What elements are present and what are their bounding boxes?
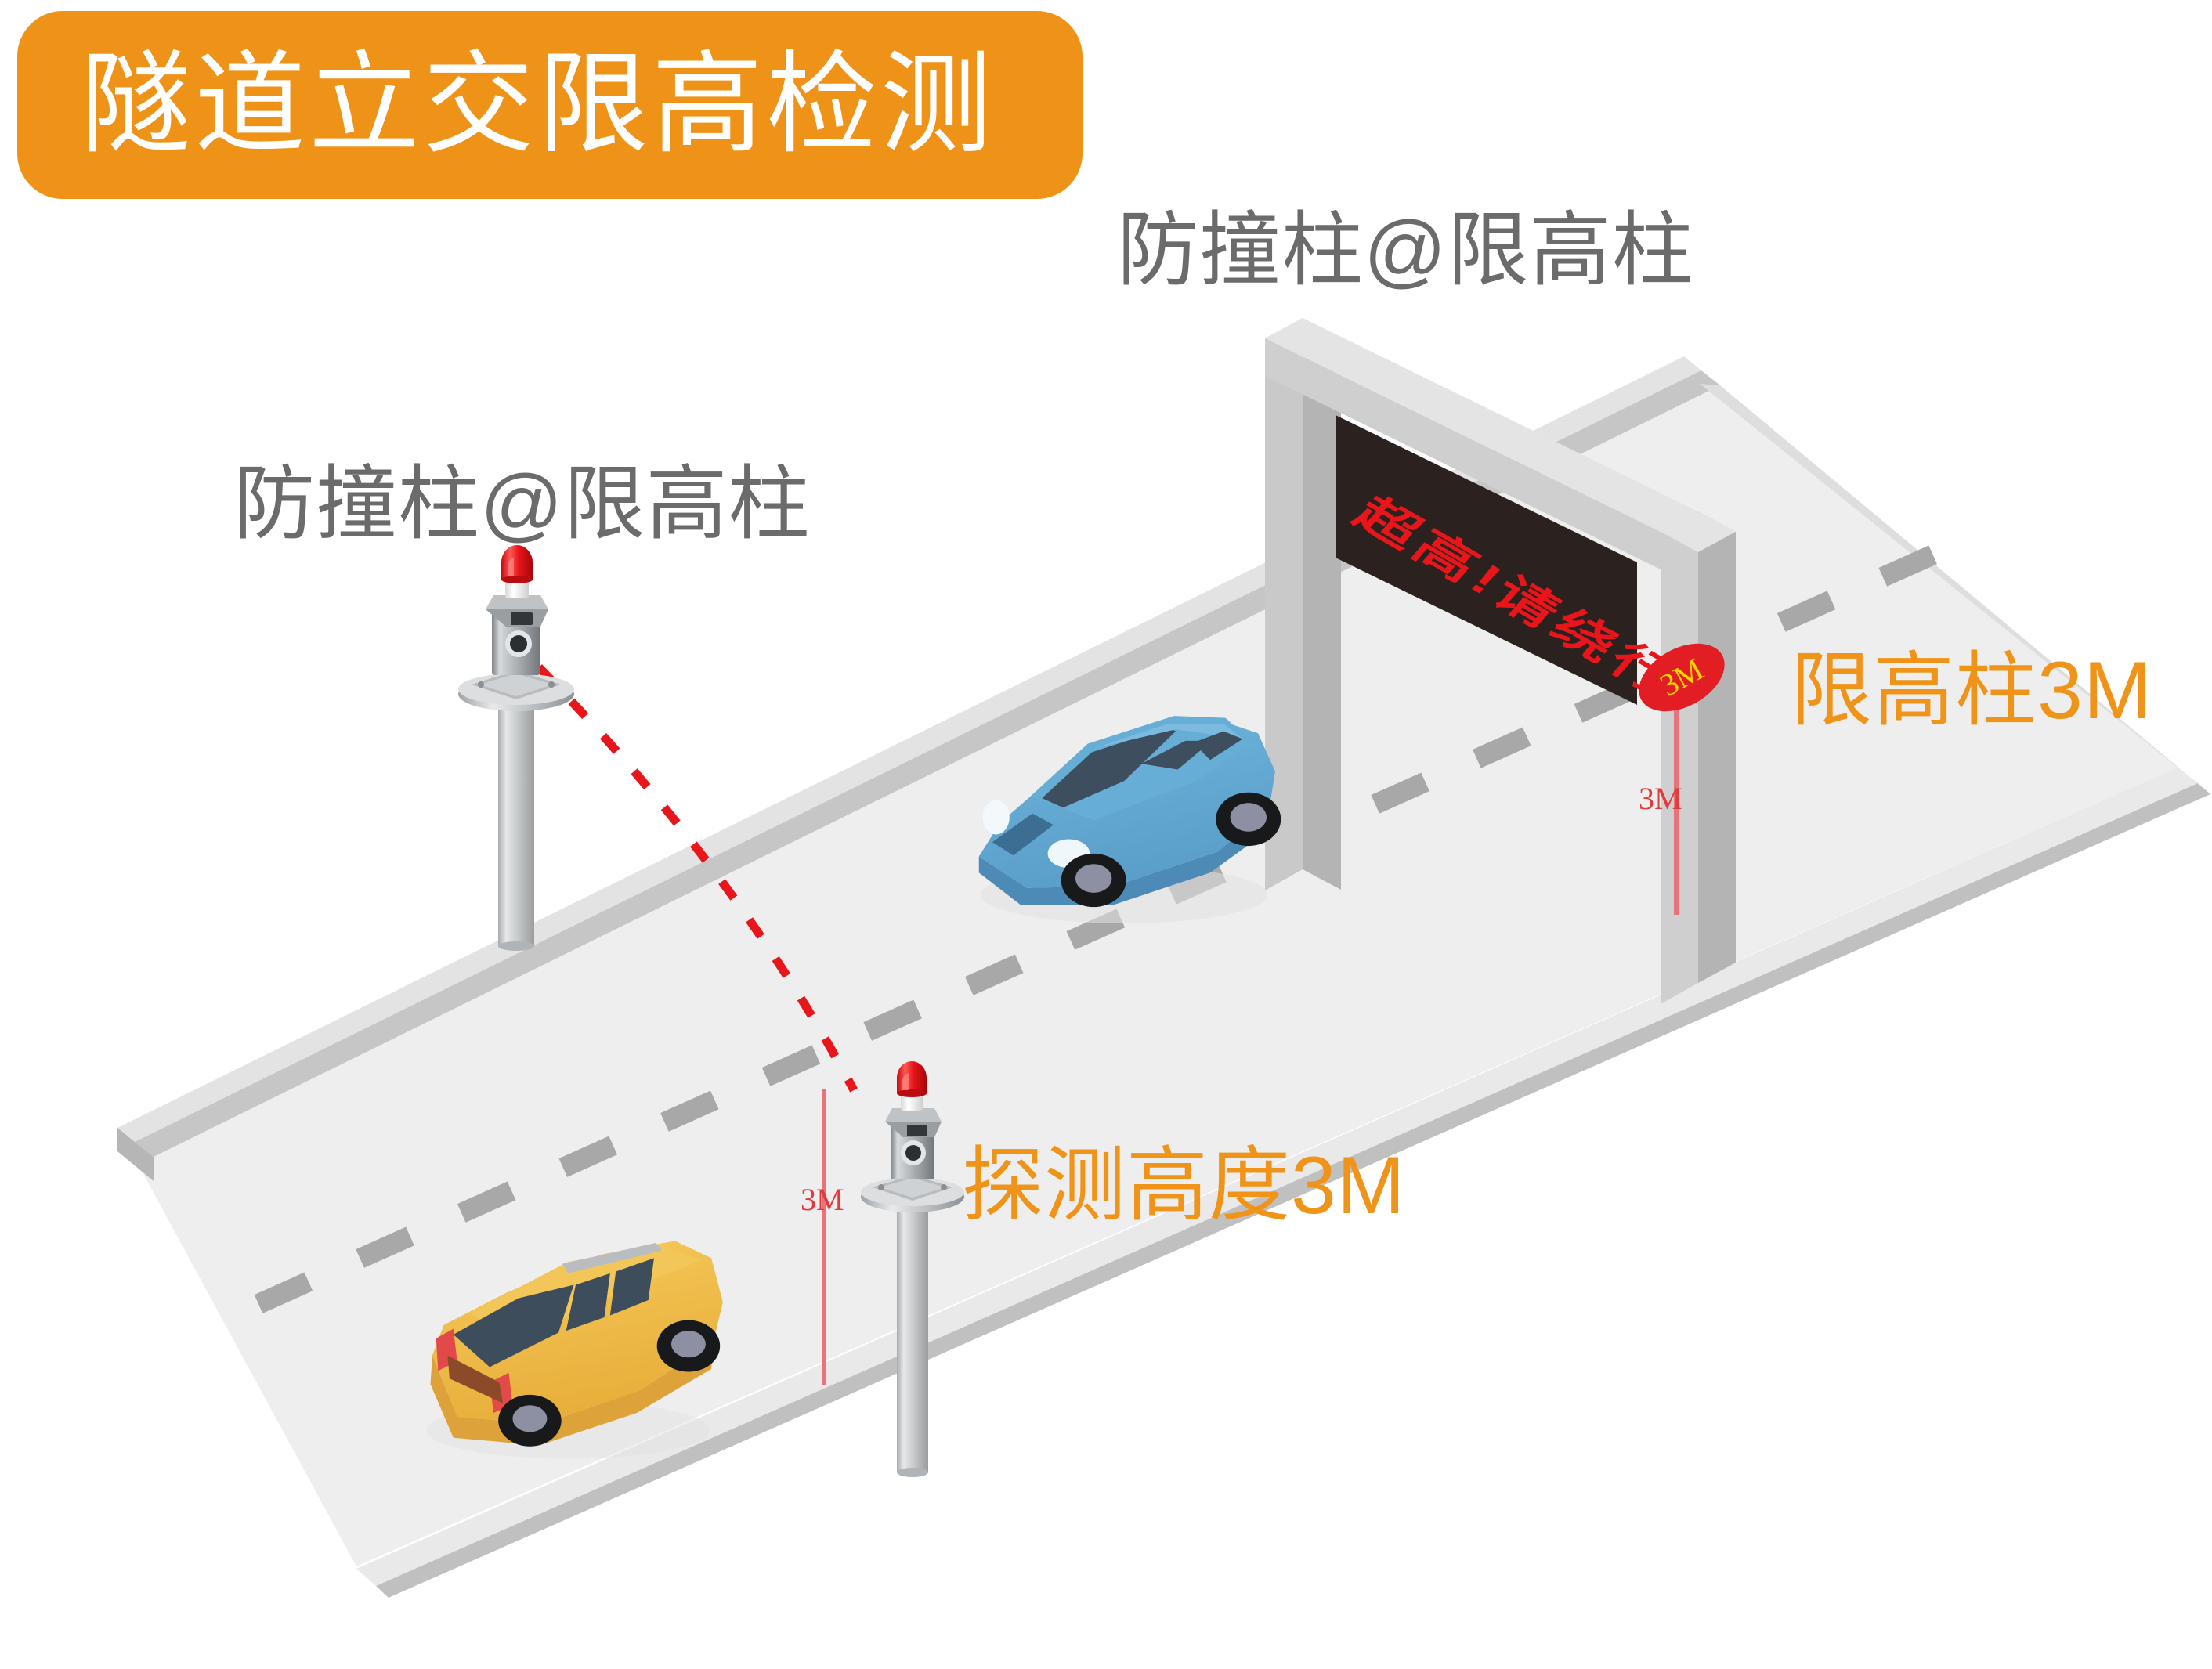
gantry-right-column-front [1661, 511, 1698, 1004]
blue-suv-wheel-front [1061, 853, 1126, 908]
pole-mast [498, 703, 534, 946]
sensor-lens [510, 635, 527, 652]
label-height-limit-pillar-3m: 限高柱3M [1791, 645, 2152, 736]
sensor-lens [905, 1145, 921, 1161]
sensor-body-shroud [885, 1108, 942, 1122]
yellow-van-side-window-1 [566, 1273, 610, 1331]
page-title: 隧道立交限高检测 [80, 42, 995, 167]
yellow-van-rear-window [453, 1284, 574, 1367]
height-limit-gantry [1265, 318, 1736, 1004]
label-detect-height-3m: 探测高度3M [962, 1140, 1406, 1231]
led-warning-sign [1336, 415, 1637, 705]
blue-suv-grille [992, 813, 1054, 856]
road-curb-bottom-right-shadow [376, 783, 2210, 1598]
dimension-label-pole-height: 3M [801, 1182, 844, 1217]
gantry-left-column-front [1265, 318, 1303, 890]
pole-mast [897, 1206, 928, 1472]
led-sign-panel [1336, 415, 1637, 705]
gantry-right-column-top [1661, 511, 1736, 552]
sensor-display-panel [907, 1125, 927, 1136]
label-pole-anticollision-pillar: 防撞柱@限高柱 [233, 459, 811, 550]
blue-suv-roof [1093, 723, 1243, 749]
page-title-badge: 隧道立交限高检测 [17, 11, 1083, 199]
vehicle-blue-suv [978, 716, 1281, 923]
sensor-pole-upper-left [458, 545, 574, 951]
beacon-dome [897, 1061, 927, 1093]
road-curb-left-cap [117, 1128, 154, 1181]
blue-suv-wheel-rear [1216, 792, 1281, 847]
dimension-label-gantry-clearance: 3M [1639, 781, 1682, 816]
beacon-dome [501, 545, 533, 580]
blue-suv-side-window-rear [1193, 731, 1243, 760]
label-gantry-anticollision-pillar: 防撞柱@限高柱 [1117, 205, 1694, 296]
yellow-van-rear-panel [447, 1355, 504, 1403]
yellow-van-roof-rail [562, 1242, 662, 1273]
yellow-van-wheel-rear [498, 1394, 562, 1447]
height-limit-badge-value: 3M [1654, 651, 1709, 703]
sensor-pole-lower-center [861, 1061, 964, 1477]
yellow-van-lower-shade [430, 1342, 714, 1446]
sensor-body-shroud [486, 595, 548, 609]
gantry-left-column-side [1303, 318, 1341, 890]
road-curb-bottom-right [356, 768, 2198, 1586]
blue-suv-side-window-front [1141, 740, 1213, 770]
lane-dash-line [254, 543, 1943, 1313]
blue-suv-windshield [1042, 727, 1176, 808]
gantry-beam-top [1265, 318, 1698, 532]
blue-suv-marker-light [982, 800, 1010, 835]
gantry-beam-front [1265, 338, 1661, 569]
yellow-van-side-window-2 [609, 1258, 654, 1316]
sensor-display-panel [511, 612, 533, 625]
yellow-van-wheel-front [656, 1320, 721, 1372]
vehicle-yellow-van [426, 1241, 723, 1459]
gantry-right-column-side [1698, 511, 1736, 983]
